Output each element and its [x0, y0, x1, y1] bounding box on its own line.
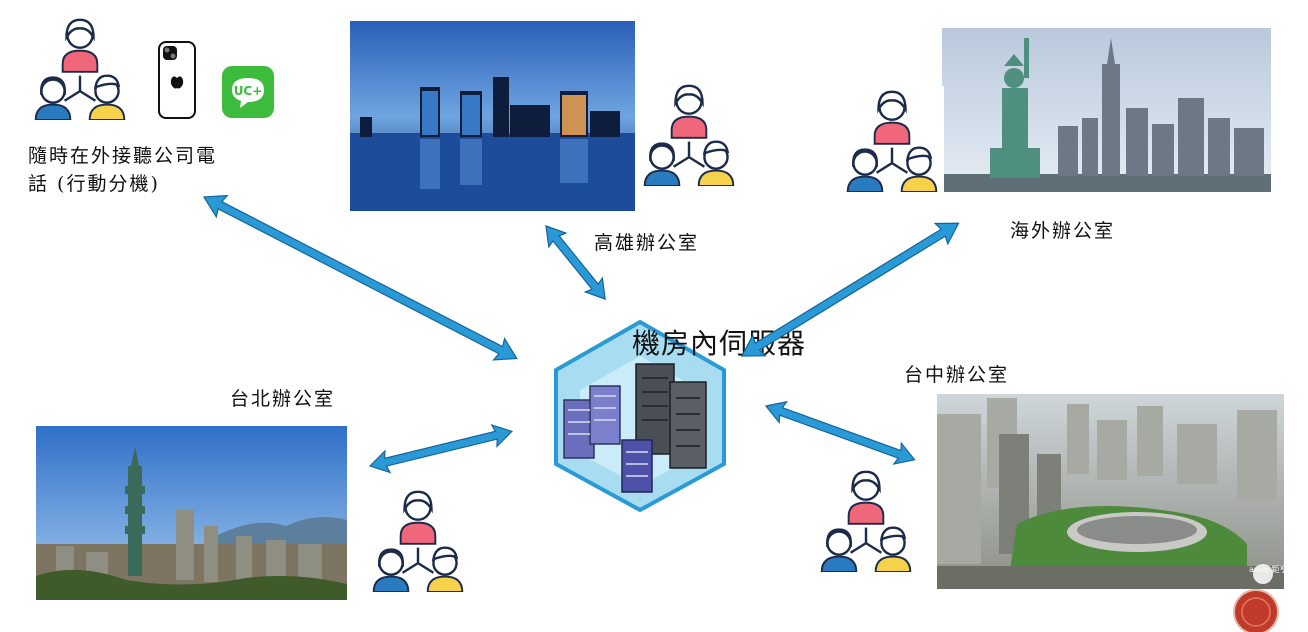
taichung-people-group-icon — [814, 466, 918, 572]
uc-app-icon: UC+ — [222, 66, 274, 118]
arrow-taipei-server — [368, 423, 513, 474]
remote-label-line2: 話 (行動分機) — [28, 173, 160, 195]
overseas-people-group-icon — [840, 86, 944, 192]
arrow-remote-server — [202, 194, 518, 361]
arrow-taichung-server — [764, 400, 916, 465]
taipei-label: 台北辦公室 — [230, 388, 336, 410]
taichung-label: 台中辦公室 — [904, 364, 1010, 386]
kaohsiung-skyline-photo — [350, 21, 635, 211]
watermark-text: anue 鉅亨 — [1249, 564, 1284, 574]
remote-label-line1: 隨時在外接聽公司電 — [28, 145, 218, 167]
uc-app-badge: UC+ — [234, 84, 263, 98]
remote-people-group-icon — [26, 14, 134, 120]
taichung-city-photo: anue 鉅亨 — [937, 394, 1284, 589]
taipei-people-group-icon — [366, 486, 470, 592]
kaohsiung-people-group-icon — [637, 80, 741, 186]
overseas-label: 海外辦公室 — [1010, 220, 1116, 242]
server-label: 機房內伺服器 — [632, 327, 807, 360]
smartphone-icon — [137, 40, 217, 120]
overseas-newyork-photo — [942, 28, 1271, 192]
taipei-skyline-photo — [36, 426, 347, 600]
red-circle-marker-icon — [1232, 588, 1280, 632]
kaohsiung-label: 高雄辦公室 — [594, 232, 700, 254]
server-room-icon — [550, 318, 730, 514]
